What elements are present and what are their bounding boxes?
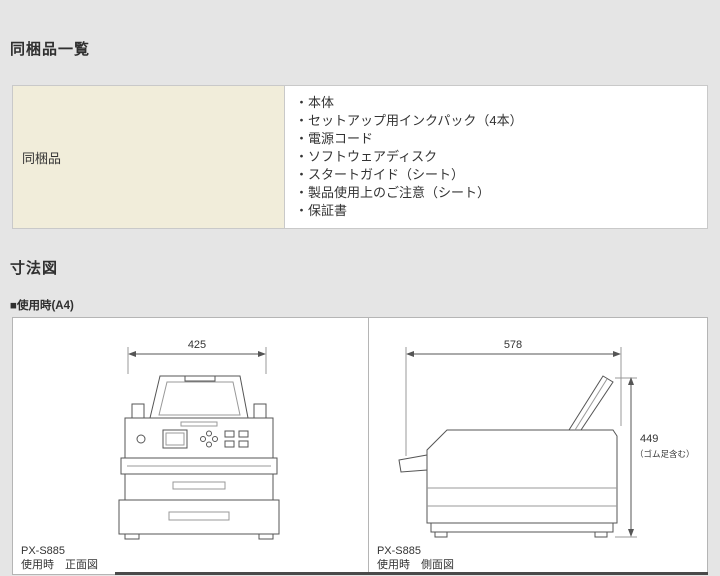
included-item: ・スタートガイド（シート） (295, 167, 465, 182)
side-view-panel: 578 (367, 318, 707, 574)
included-items-title: 同梱品一覧 (10, 41, 91, 58)
side-view-diagram: 578 (398, 339, 695, 538)
model-number: PX-S885 (376, 545, 421, 557)
printer-front-drawing (118, 375, 280, 540)
included-items-table: 同梱品 ・本体 ・セットアップ用インクパック（4本） ・電源コード ・ソフトウェ… (12, 85, 708, 229)
usage-condition-label: ■使用時(A4) (10, 300, 74, 312)
printer-side-drawing (398, 375, 618, 538)
front-view-panel: 425 (13, 318, 368, 574)
front-width-dimension (127, 347, 267, 374)
front-view-diagram: 425 (118, 339, 280, 540)
view-label: 使用時 正面図 (21, 559, 98, 571)
table-row-items: ・本体 ・セットアップ用インクパック（4本） ・電源コード ・ソフトウェアディス… (285, 86, 707, 228)
dimension-diagrams: 425 (12, 317, 708, 575)
side-width-dimension (405, 347, 622, 456)
dimensions-title: 寸法図 (10, 260, 59, 277)
side-view-caption: PX-S885 使用時 側面図 (377, 544, 454, 572)
front-view-caption: PX-S885 使用時 正面図 (21, 544, 98, 572)
model-number: PX-S885 (21, 545, 66, 557)
side-height-note: （ゴム足含む） (635, 449, 695, 459)
front-width-label: 425 (188, 339, 206, 351)
included-item: ・セットアップ用インクパック（4本） (295, 113, 523, 128)
included-item: ・製品使用上のご注意（シート） (295, 185, 491, 200)
included-item: ・ソフトウェアディスク (295, 149, 438, 164)
side-height-label: 449 (640, 433, 658, 445)
side-height-dimension (614, 377, 637, 538)
included-item: ・電源コード (295, 131, 374, 146)
included-item: ・本体 (295, 95, 335, 110)
view-label: 使用時 側面図 (376, 559, 454, 571)
included-item: ・保証書 (295, 203, 348, 218)
side-width-label: 578 (504, 339, 522, 351)
table-row-label: 同梱品 (13, 86, 285, 228)
bottom-divider (115, 572, 708, 575)
